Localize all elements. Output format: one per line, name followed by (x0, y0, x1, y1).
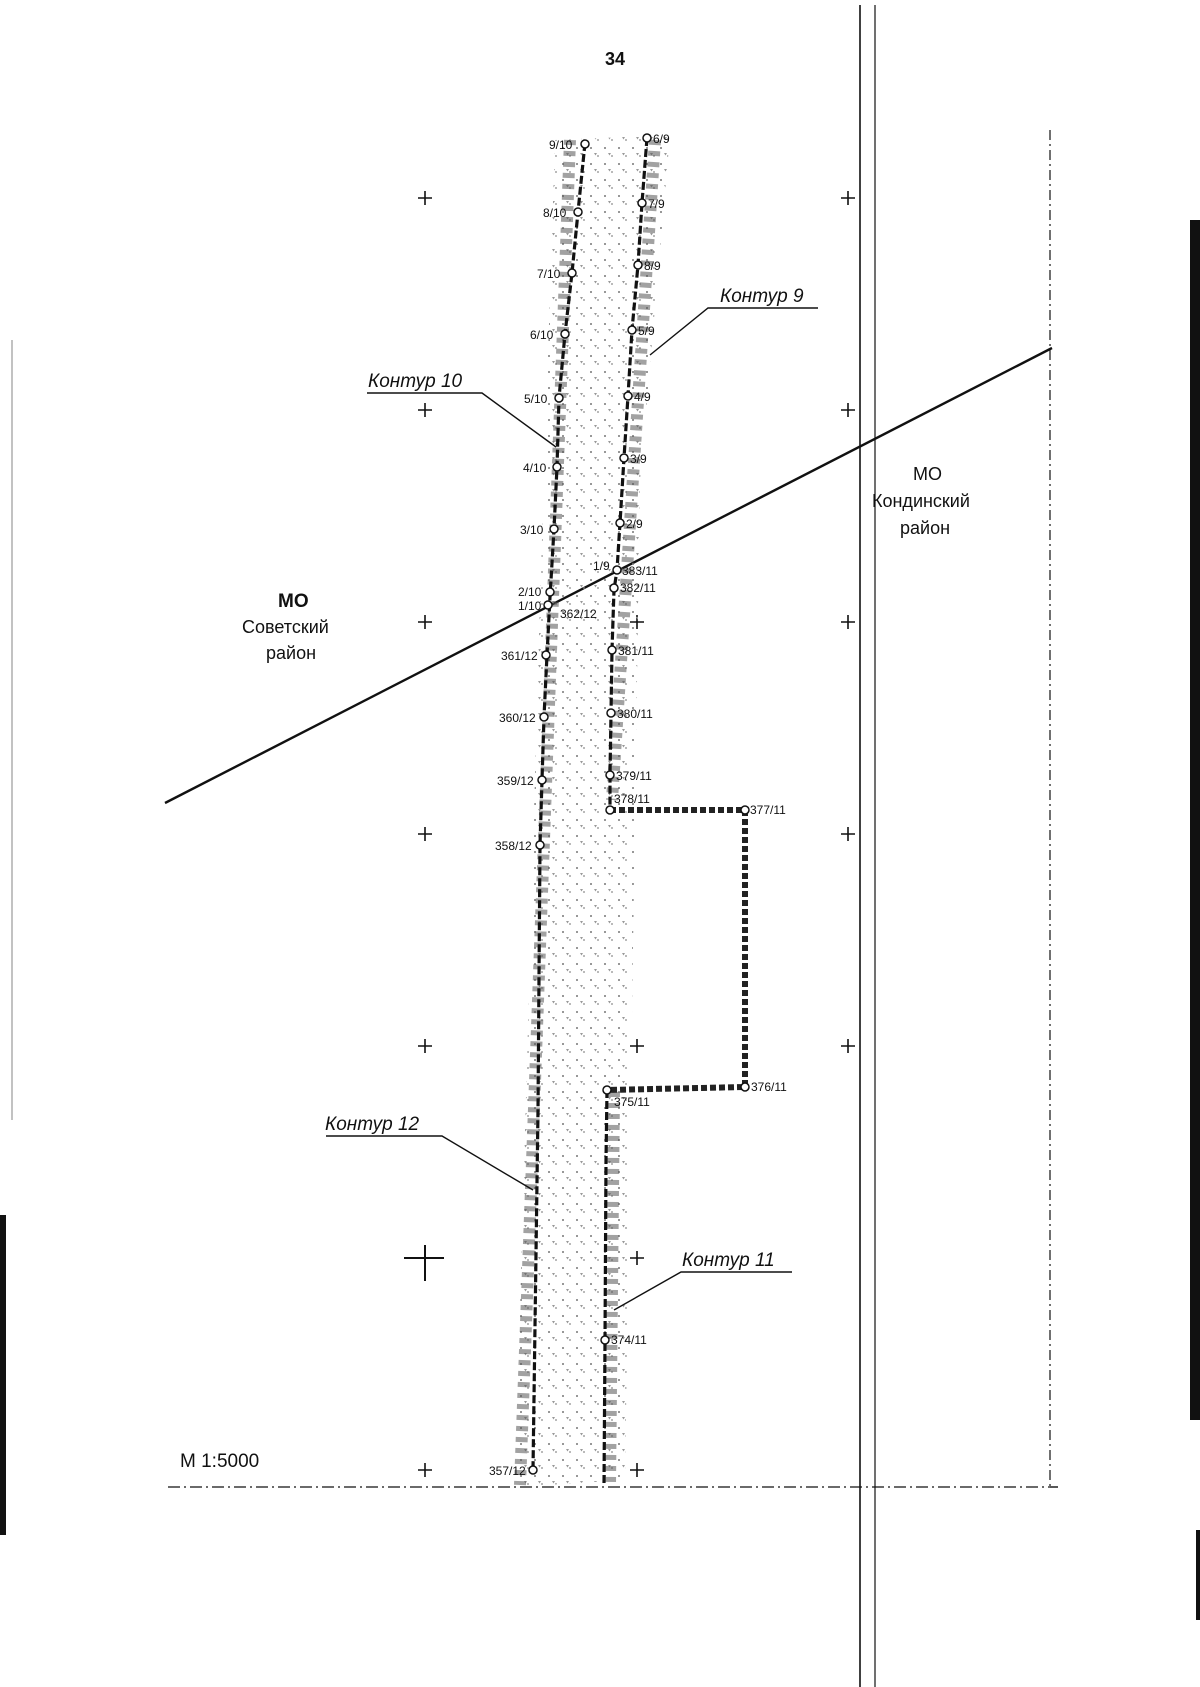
point-label: 5/9 (638, 324, 655, 338)
point-label: 1/10 (518, 599, 542, 613)
label-left-district-word: район (266, 643, 316, 663)
label-right-district-mo: МО (913, 464, 942, 484)
point-label: 6/9 (653, 132, 670, 146)
leader-lines (326, 307, 818, 1311)
point-label: 362/12 (560, 607, 597, 621)
label-left-district-name: Советский (242, 617, 329, 637)
point-label: 358/12 (495, 839, 532, 853)
frame-lines (0, 5, 1200, 1687)
point-label: 383/11 (622, 564, 658, 578)
point-label: 361/12 (501, 649, 538, 663)
point-label: 378/11 (614, 792, 650, 806)
point-label: 1/9 (593, 559, 610, 573)
point-label: 3/10 (520, 523, 544, 537)
point-markers (528, 133, 750, 1475)
label-contour-11: Контур 11 (682, 1250, 775, 1271)
point-label: 5/10 (524, 392, 548, 406)
point-label: 6/10 (530, 328, 554, 342)
label-left-district-mo: МО (278, 591, 309, 612)
point-label: 359/12 (497, 774, 534, 788)
point-label: 360/12 (499, 711, 536, 725)
point-label: 2/9 (626, 517, 643, 531)
point-label: 379/11 (616, 769, 652, 783)
point-label: 8/9 (644, 259, 661, 273)
point-label: 374/11 (611, 1333, 647, 1347)
point-label: 381/11 (618, 644, 654, 658)
point-label: 377/11 (750, 803, 786, 817)
point-label: 380/11 (617, 707, 653, 721)
point-label: 4/10 (523, 461, 547, 475)
label-contour-12: Контур 12 (325, 1114, 420, 1135)
contour-11-loop (606, 807, 748, 1093)
point-label: 382/11 (620, 581, 656, 595)
label-right-district-name: Кондинский (872, 491, 970, 511)
label-contour-10: Контур 10 (368, 371, 463, 392)
grid-crosses (404, 191, 855, 1477)
point-label: 4/9 (634, 390, 651, 404)
point-label: 376/11 (751, 1080, 787, 1094)
point-label: 375/11 (614, 1095, 650, 1109)
point-label: 8/10 (543, 206, 567, 220)
point-label: 7/9 (648, 197, 665, 211)
point-label: 3/9 (630, 452, 647, 466)
contour-10-12-boundary (531, 142, 587, 1471)
point-label: 2/10 (518, 585, 542, 599)
page-number: 34 (605, 49, 625, 69)
point-label: 357/12 (489, 1464, 526, 1478)
label-contour-9: Контур 9 (720, 286, 804, 307)
label-right-district-word: район (900, 518, 950, 538)
contour-11-lower-boundary (602, 1089, 609, 1486)
scale-label: М 1:5000 (180, 1451, 259, 1472)
point-label: 9/10 (549, 138, 573, 152)
point-label: 7/10 (537, 267, 561, 281)
